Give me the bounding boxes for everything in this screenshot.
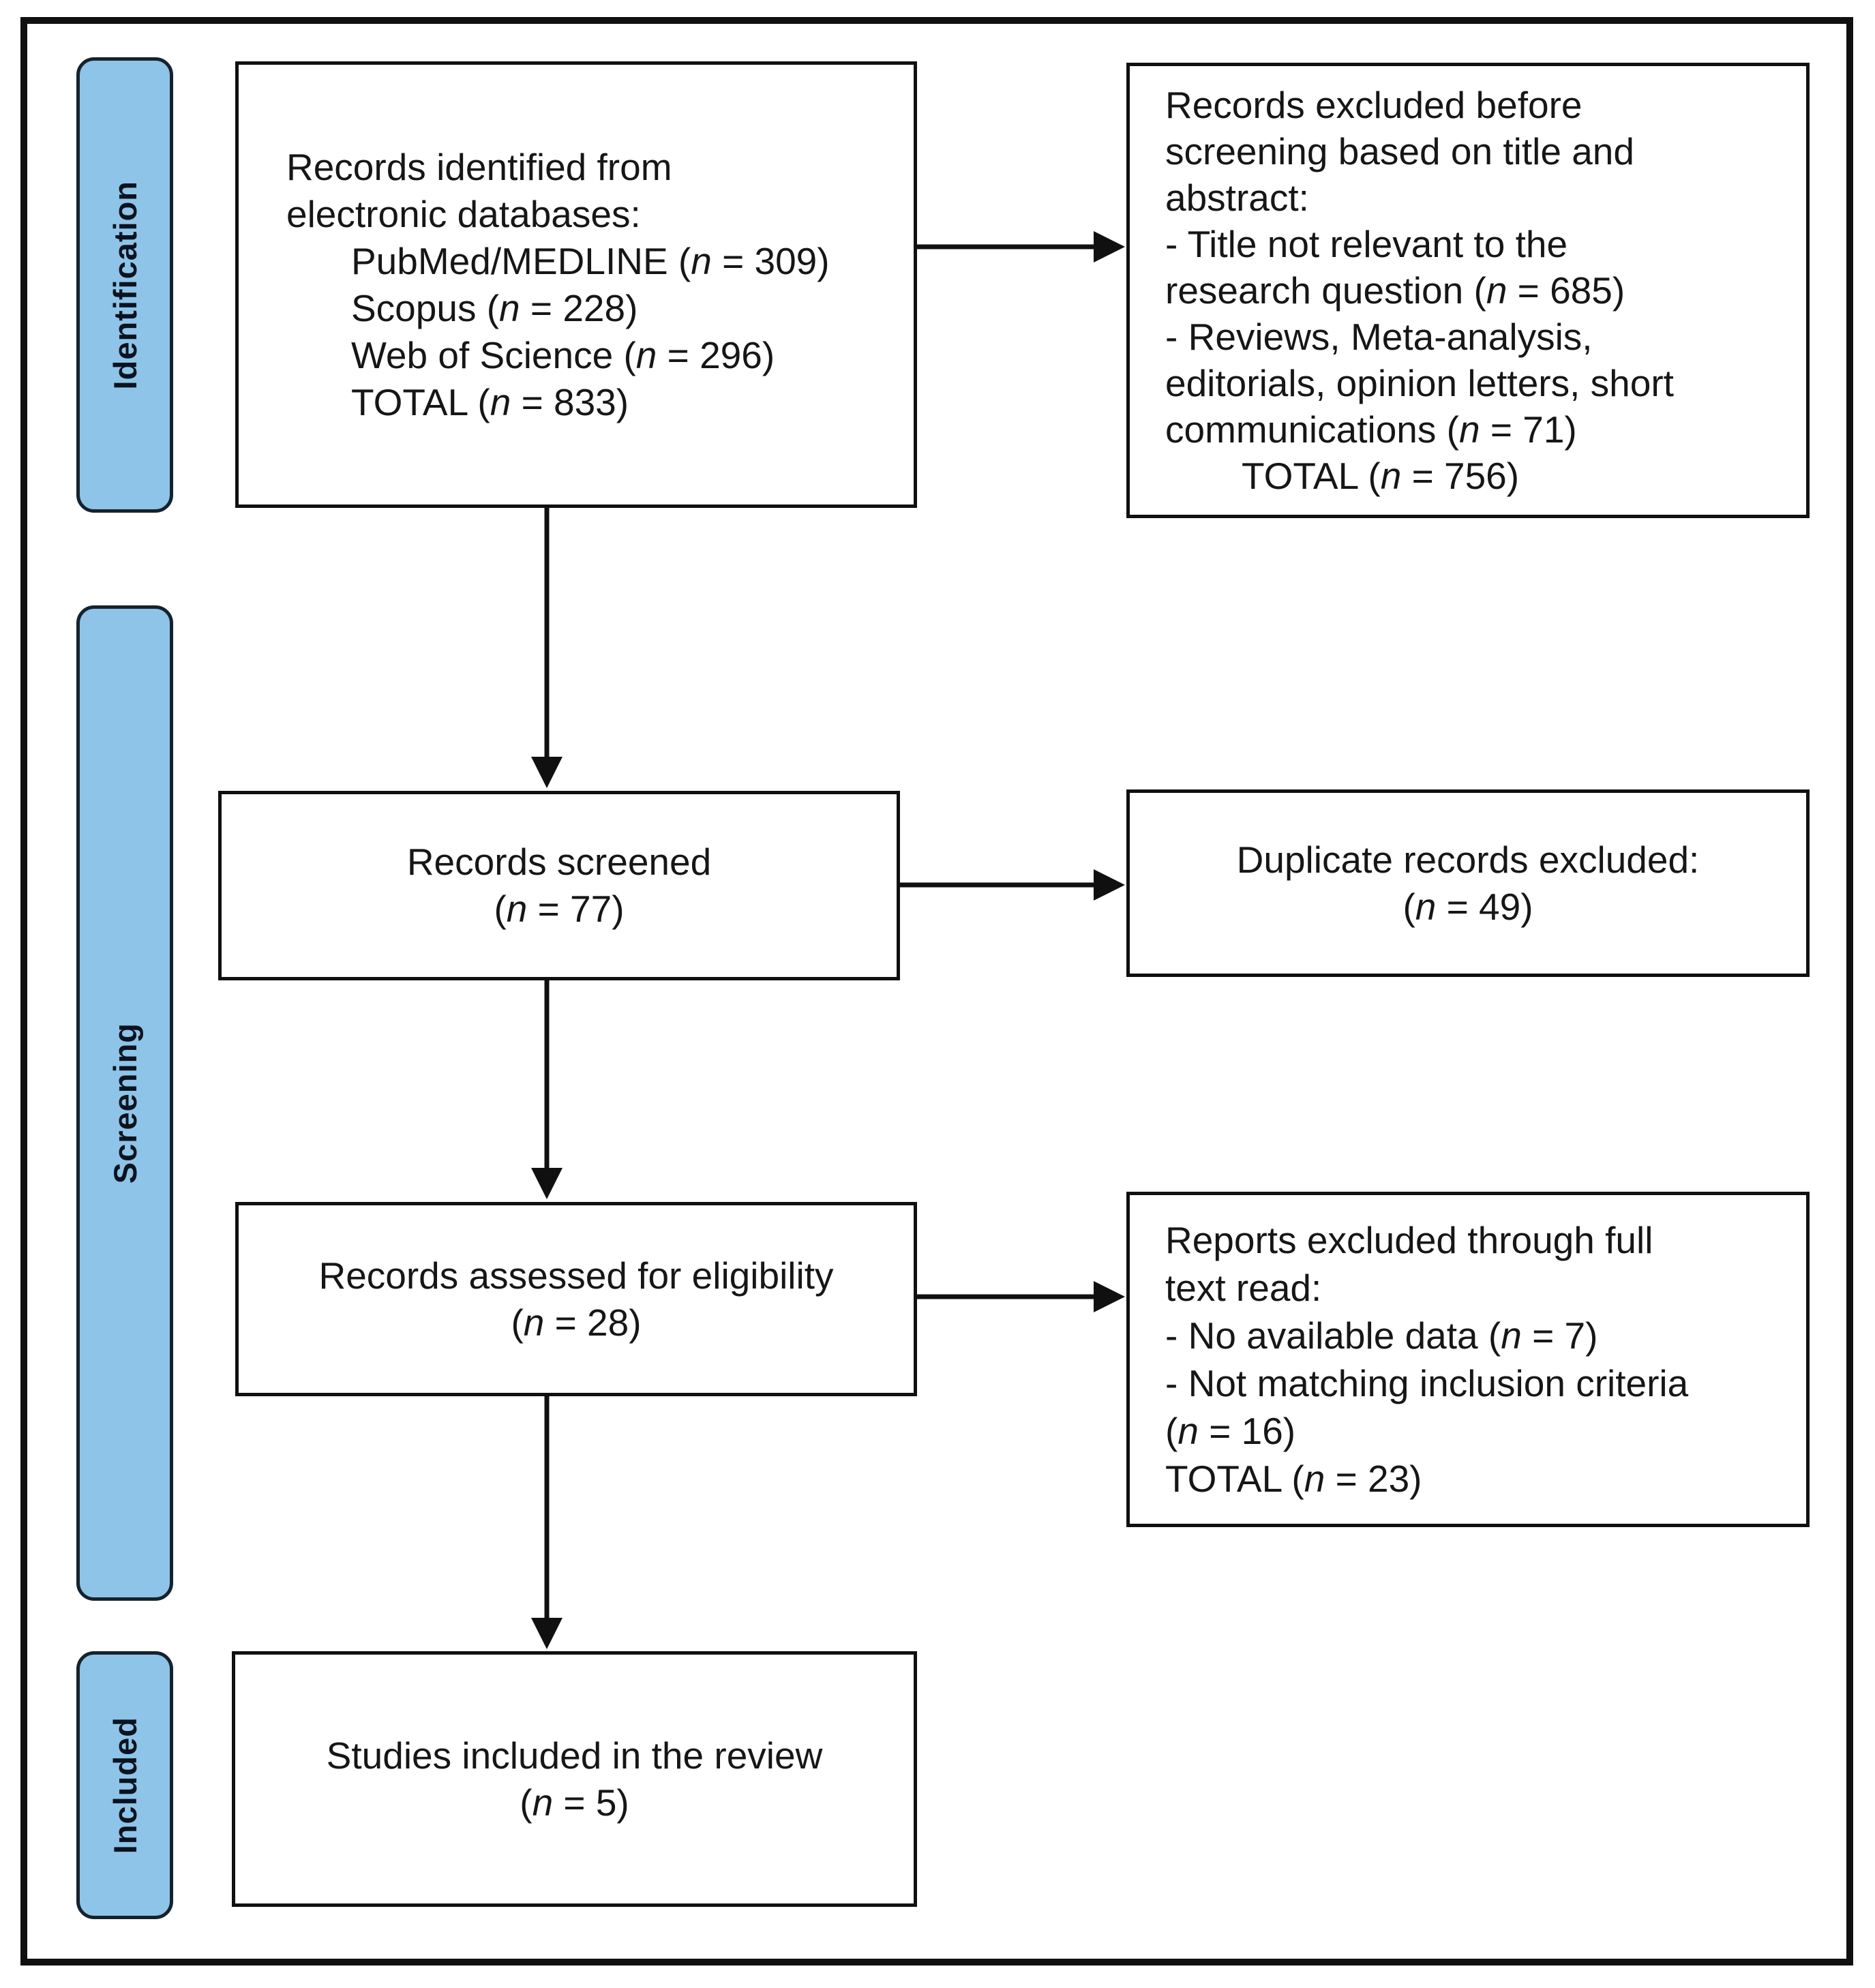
- stage-label-identification: Identification: [106, 180, 143, 390]
- box-records-identified: Records identified from electronic datab…: [235, 61, 917, 508]
- studies-included-text: Studies included in the review (n = 5): [326, 1734, 823, 1824]
- stage-bar-identification: Identification: [76, 57, 173, 513]
- diagram-outer-frame: [20, 17, 1853, 1966]
- box-records-screened: Records screened (n = 77): [218, 791, 900, 980]
- duplicate-records-excluded-text: Duplicate records excluded: (n = 49): [1236, 838, 1700, 928]
- box-records-assessed-for-eligibility: Records assessed for eligibility (n = 28…: [235, 1202, 917, 1396]
- box-reports-excluded-full-text: Reports excluded through full text read:…: [1126, 1192, 1810, 1527]
- stage-label-screening: Screening: [106, 1022, 143, 1184]
- reports-excluded-text: Reports excluded through full text read:…: [1165, 1219, 1689, 1500]
- stage-bar-included: Included: [76, 1651, 173, 1919]
- records-identified-intro-text: Records identified from electronic datab…: [286, 145, 672, 235]
- stage-label-included: Included: [106, 1716, 143, 1854]
- records-screened-text: Records screened (n = 77): [406, 841, 712, 930]
- records-assessed-text: Records assessed for eligibility (n = 28…: [318, 1254, 834, 1344]
- excluded-before-screening-total: TOTAL (n = 756): [1242, 455, 1520, 497]
- excluded-before-screening-text: Records excluded before screening based …: [1165, 84, 1674, 451]
- box-duplicate-records-excluded: Duplicate records excluded: (n = 49): [1126, 789, 1810, 977]
- records-identified-database-counts: PubMed/MEDLINE (n = 309) Scopus (n = 228…: [351, 239, 830, 423]
- stage-bar-screening: Screening: [76, 605, 173, 1601]
- box-records-excluded-before-screening: Records excluded before screening based …: [1126, 63, 1810, 518]
- box-studies-included: Studies included in the review (n = 5): [232, 1651, 917, 1907]
